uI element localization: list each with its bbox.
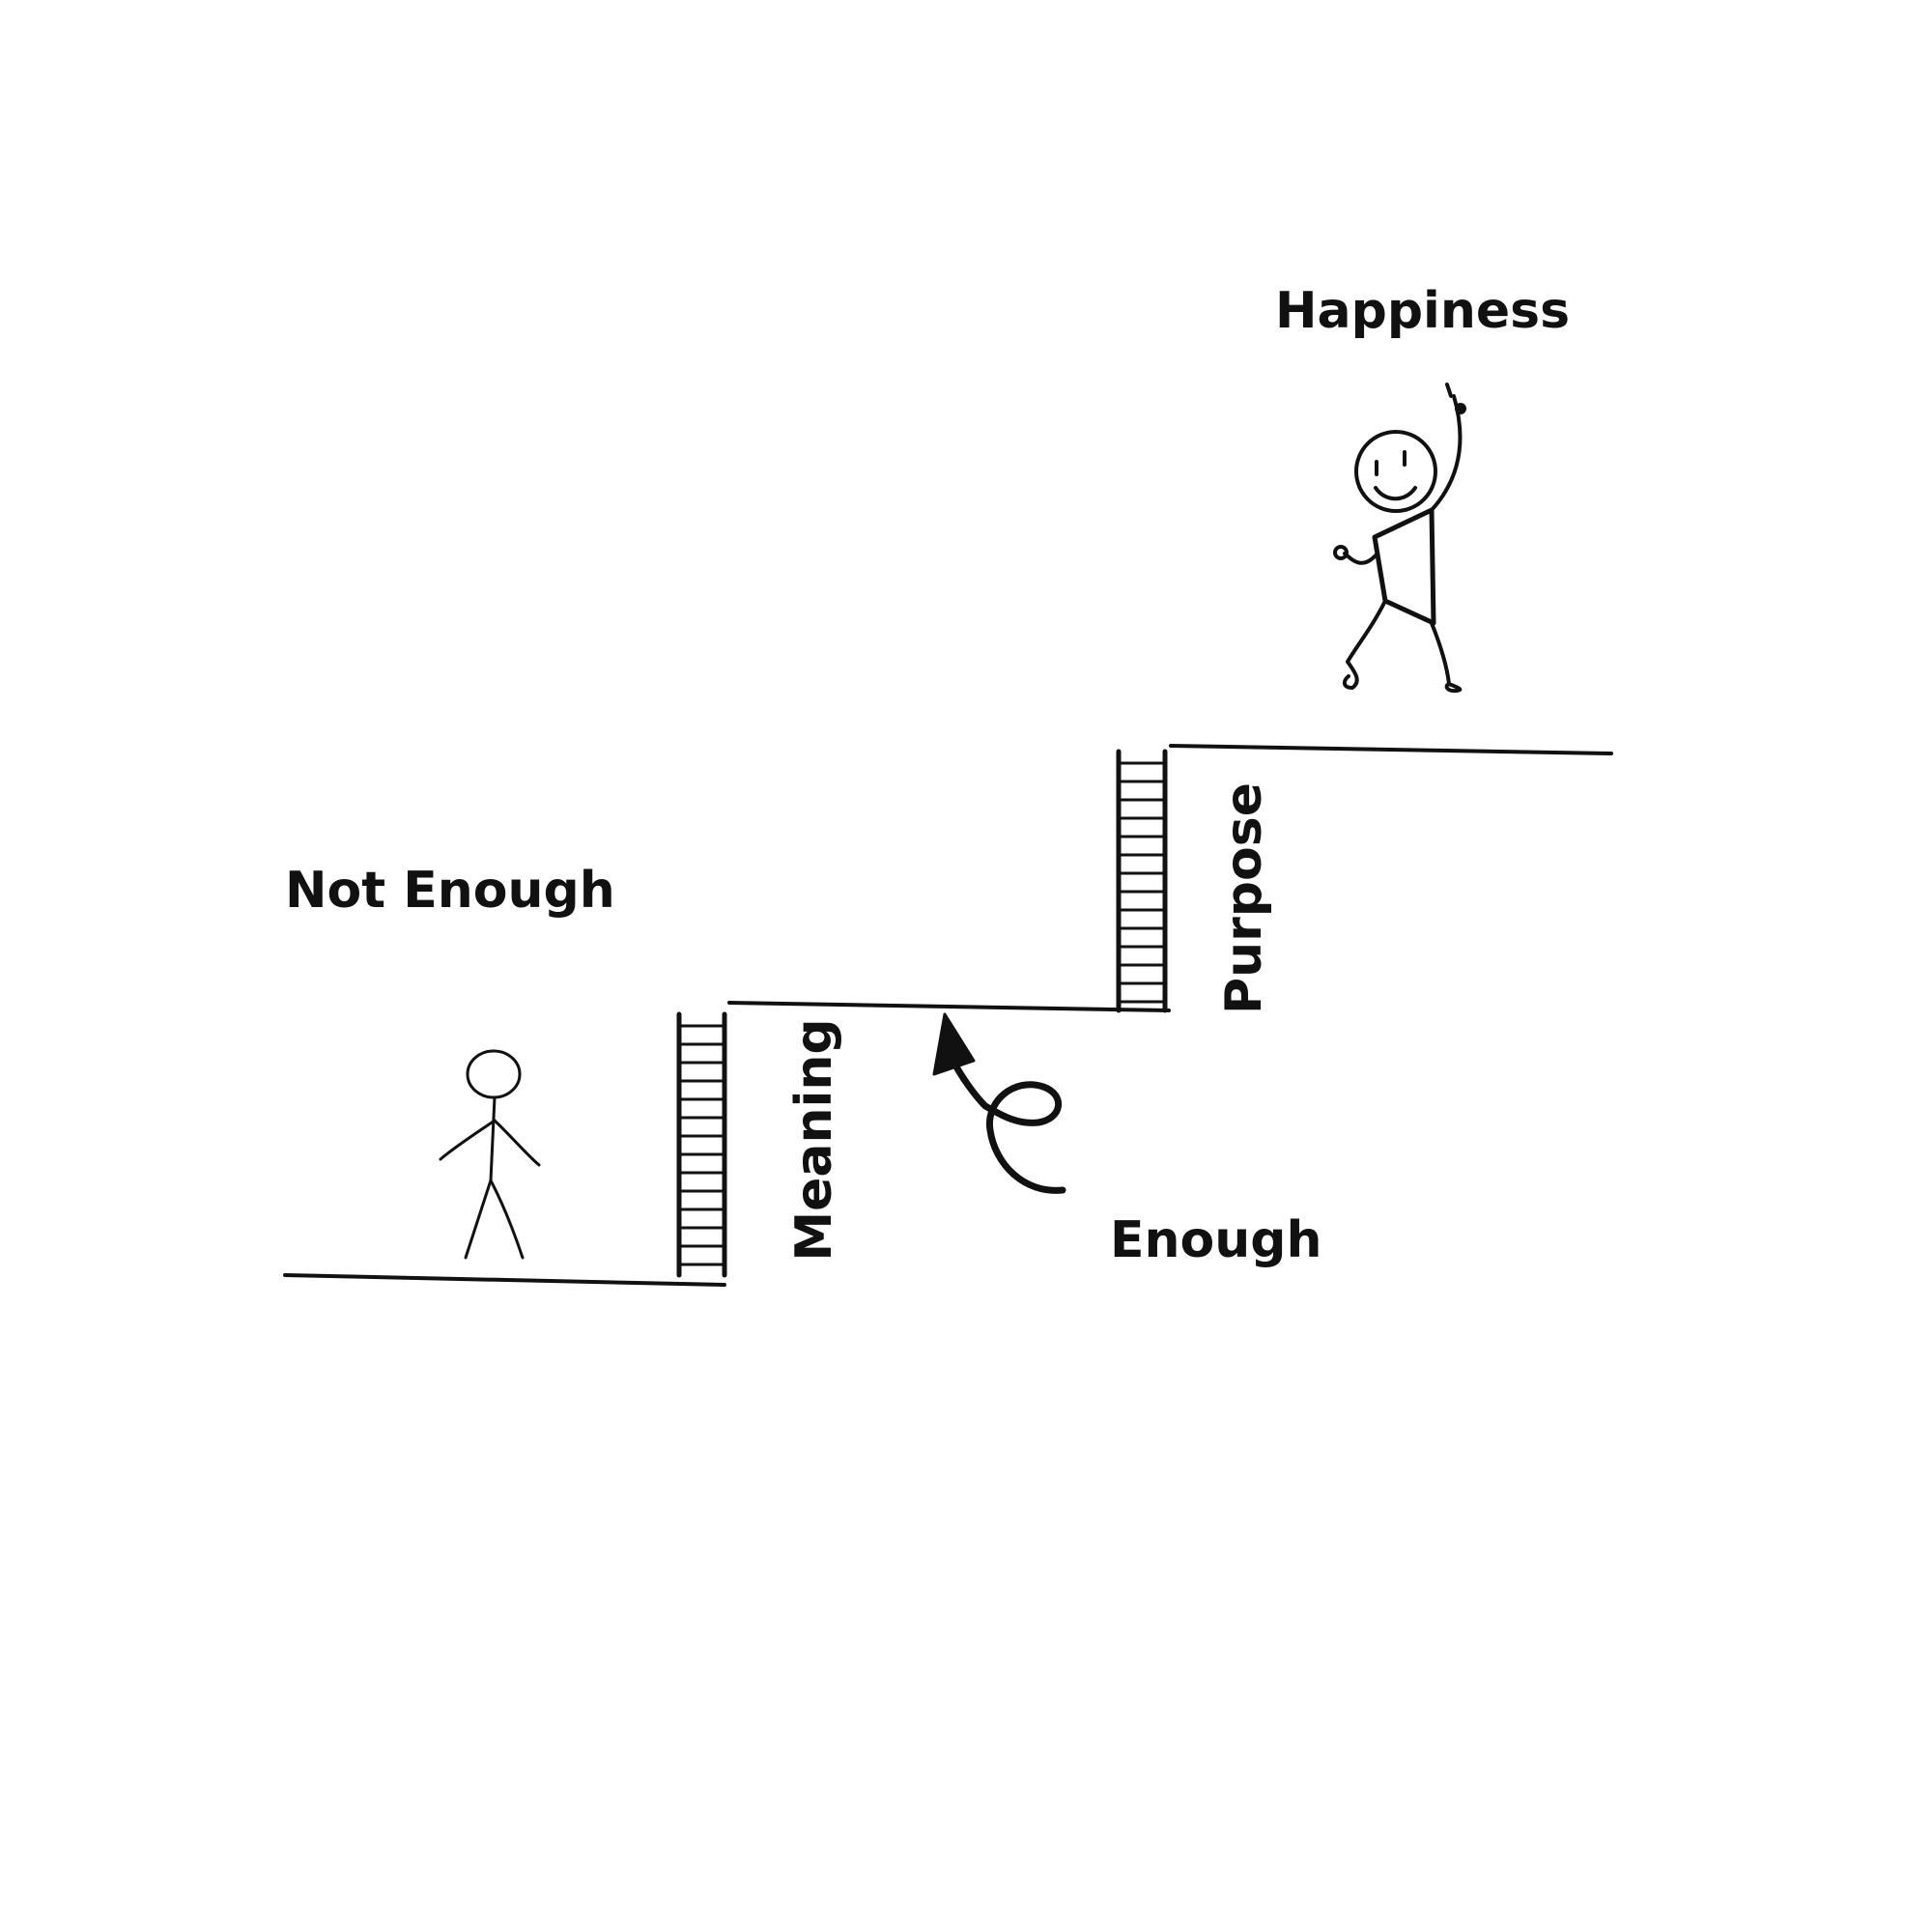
step-line-middle <box>727 1001 1171 1012</box>
stick-figure-standing-icon <box>439 1049 541 1260</box>
ladder-meaning-icon <box>676 1011 727 1278</box>
label-meaning: Meaning <box>785 1018 843 1262</box>
step-line-bottom <box>283 1273 726 1287</box>
stick-figure-celebrating-icon <box>1333 383 1466 694</box>
label-not-enough: Not Enough <box>285 862 615 920</box>
label-enough: Enough <box>1110 1211 1322 1269</box>
ladder-purpose-icon <box>1116 749 1168 1013</box>
label-happiness: Happiness <box>1275 282 1571 340</box>
label-purpose: Purpose <box>1215 782 1273 1014</box>
step-line-top <box>1169 744 1613 755</box>
curly-up-arrow-icon <box>932 1012 1066 1194</box>
